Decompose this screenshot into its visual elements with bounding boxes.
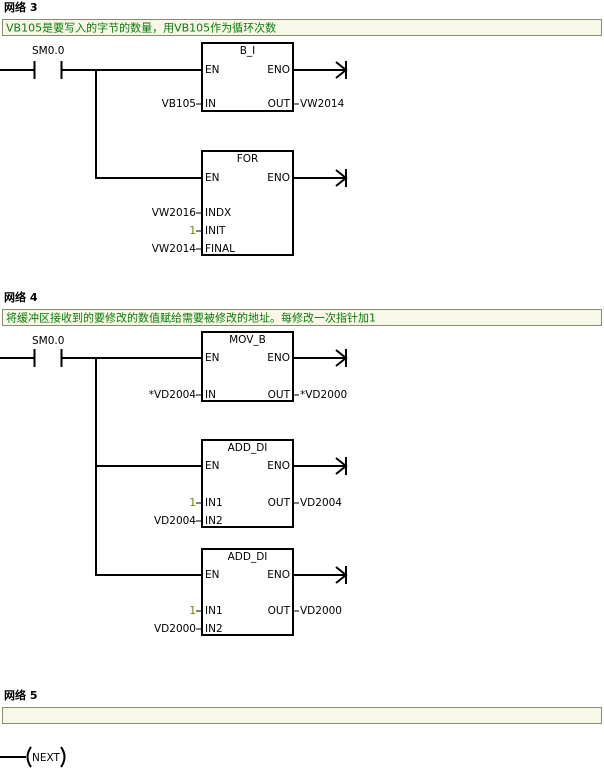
operand-out[interactable]: VD2000 (300, 605, 342, 617)
pin-in1: IN1 (205, 605, 223, 617)
operand-in2[interactable]: VD2004 (154, 515, 196, 527)
operand-init[interactable]: 1 (189, 225, 196, 237)
coil-label: NEXT (32, 752, 60, 764)
pin-out: OUT (268, 605, 291, 617)
pin-in2: IN2 (205, 623, 223, 635)
pin-in: IN (205, 389, 216, 401)
operand-out[interactable]: *VD2000 (300, 389, 347, 401)
box-title: B_I (240, 45, 256, 57)
pin-out: OUT (268, 497, 291, 509)
operand-in[interactable]: *VD2004 (149, 389, 197, 401)
pin-eno: ENO (267, 460, 290, 472)
operand-final[interactable]: VW2014 (152, 243, 197, 255)
box-add-di-2[interactable]: ADD_DI EN ENO IN1 1 IN2 VD2000 OUT VD200… (154, 548, 347, 636)
operand-indx[interactable]: VW2016 (152, 207, 197, 219)
network-title: 网络 3 (4, 0, 37, 14)
pin-indx: INDX (205, 207, 231, 219)
contact-sm0-0[interactable]: SM0.0 (0, 335, 64, 367)
box-mov-b[interactable]: MOV_B EN ENO IN *VD2004 OUT *VD2000 (149, 331, 348, 402)
operand-out[interactable]: VW2014 (300, 98, 345, 110)
operand-in2[interactable]: VD2000 (154, 623, 196, 635)
box-title: MOV_B (229, 334, 266, 346)
network-3[interactable]: 网络 3 VB105是要写入的字节的数量，用VB105作为循环次数 SM0.0 … (0, 0, 602, 256)
pin-en: EN (205, 64, 220, 76)
pin-out: OUT (268, 98, 291, 110)
network-comment-text: 将缓冲区接收到的要修改的数值赋给需要被修改的地址。每修改一次指针加1 (6, 311, 376, 325)
pin-in2: IN2 (205, 515, 223, 527)
pin-eno: ENO (267, 172, 290, 184)
contact-label: SM0.0 (32, 45, 64, 57)
operand-out[interactable]: VD2004 (300, 497, 342, 509)
box-title: ADD_DI (228, 551, 268, 563)
network-comment[interactable] (2, 707, 602, 724)
contact-label: SM0.0 (32, 335, 64, 347)
network-title: 网络 5 (4, 688, 37, 702)
pin-final: FINAL (205, 243, 235, 255)
pin-in1: IN1 (205, 497, 223, 509)
pin-eno: ENO (267, 64, 290, 76)
pin-en: EN (205, 460, 220, 472)
pin-init: INIT (205, 225, 226, 237)
network-comment[interactable] (2, 19, 602, 36)
pin-out: OUT (268, 389, 291, 401)
operand-in1[interactable]: 1 (189, 605, 196, 617)
next-coil[interactable]: NEXT (0, 746, 66, 768)
box-title: FOR (237, 153, 259, 165)
network-comment[interactable] (2, 309, 602, 326)
network-comment-text: VB105是要写入的字节的数量，用VB105作为循环次数 (6, 21, 276, 35)
network-4[interactable]: 网络 4 将缓冲区接收到的要修改的数值赋给需要被修改的地址。每修改一次指针加1 … (0, 290, 602, 636)
operand-in1[interactable]: 1 (189, 497, 196, 509)
box-add-di-1[interactable]: ADD_DI EN ENO IN1 1 IN2 VD2004 OUT VD200… (154, 439, 347, 528)
network-title: 网络 4 (4, 290, 38, 304)
pin-en: EN (205, 569, 220, 581)
box-title: ADD_DI (228, 442, 268, 454)
pin-eno: ENO (267, 569, 290, 581)
pin-en: EN (205, 352, 220, 364)
box-b-i[interactable]: B_I EN ENO IN VB105 OUT VW2014 (162, 42, 347, 112)
network-5[interactable]: 网络 5 NEXT (0, 688, 602, 768)
pin-eno: ENO (267, 352, 290, 364)
pin-in: IN (205, 98, 216, 110)
box-for[interactable]: FOR EN ENO INDX VW2016 INIT 1 FINAL VW20… (152, 150, 347, 256)
pin-en: EN (205, 172, 220, 184)
contact-sm0-0[interactable]: SM0.0 (0, 45, 64, 79)
operand-in[interactable]: VB105 (162, 98, 196, 110)
